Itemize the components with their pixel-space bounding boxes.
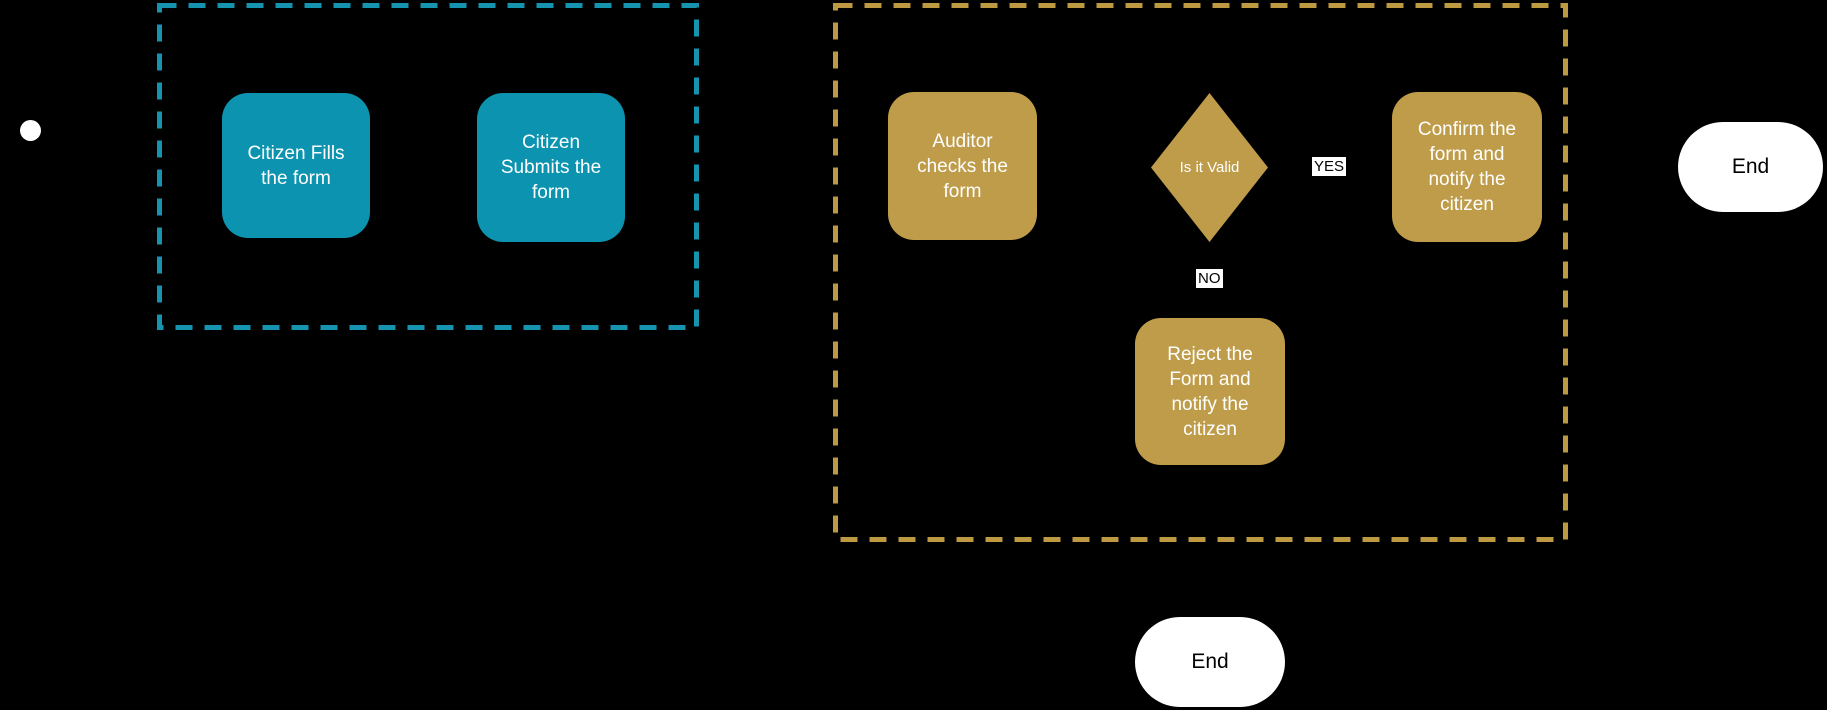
citizen-lane-dashed-border [157,3,699,330]
edge-label-no: NO [1196,269,1223,288]
task-citizen-submits-form: Citizen Submits the form [477,93,625,242]
task-citizen-fills-form: Citizen Fills the form [222,93,370,238]
edge-label-yes: YES [1312,157,1347,176]
end-event-right: End [1678,122,1823,212]
auditor-lane [833,3,1568,542]
end-event-bottom: End [1135,617,1285,707]
task-confirm-form-notify-citizen: Confirm the form and notify the citizen [1392,92,1542,242]
start-event-circle [20,120,41,141]
auditor-lane-dashed-border [833,3,1568,542]
citizen-lane [157,3,699,330]
task-auditor-checks-form: Auditor checks the form [888,92,1037,240]
task-reject-form-notify-citizen: Reject the Form and notify the citizen [1135,318,1285,465]
